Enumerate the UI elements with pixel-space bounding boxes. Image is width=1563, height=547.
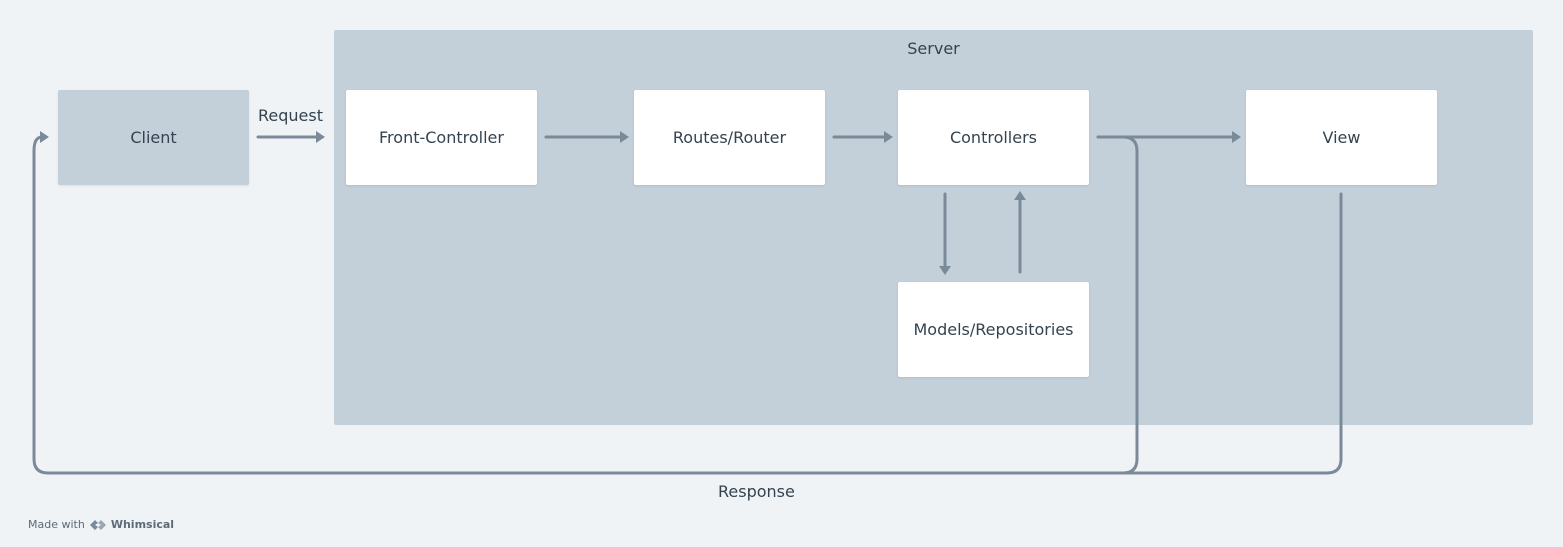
- controllers-node[interactable]: Controllers: [898, 90, 1089, 185]
- whimsical-logo-icon: [89, 519, 106, 530]
- request-label: Request: [258, 106, 323, 125]
- models-repositories-node[interactable]: Models/Repositories: [898, 282, 1089, 377]
- models-repositories-node-label: Models/Repositories: [913, 320, 1074, 339]
- router-node-label: Routes/Router: [672, 128, 787, 147]
- request-arrowhead: [316, 131, 325, 143]
- whimsical-brand-text: Whimsical: [110, 518, 175, 531]
- view-node-label: View: [1322, 128, 1361, 147]
- view-node[interactable]: View: [1246, 90, 1437, 185]
- router-node[interactable]: Routes/Router: [634, 90, 825, 185]
- front-controller-node[interactable]: Front-Controller: [346, 90, 537, 185]
- client-node-label: Client: [130, 128, 177, 147]
- front-controller-node-label: Front-Controller: [379, 128, 504, 147]
- response-label: Response: [718, 482, 795, 501]
- controllers-node-label: Controllers: [949, 128, 1038, 147]
- response-arrowhead: [40, 131, 49, 143]
- made-with-badge[interactable]: Made with Whimsical: [28, 518, 174, 531]
- server-group-title: Server: [907, 39, 960, 58]
- client-node[interactable]: Client: [58, 90, 249, 185]
- made-with-text: Made with: [28, 518, 85, 531]
